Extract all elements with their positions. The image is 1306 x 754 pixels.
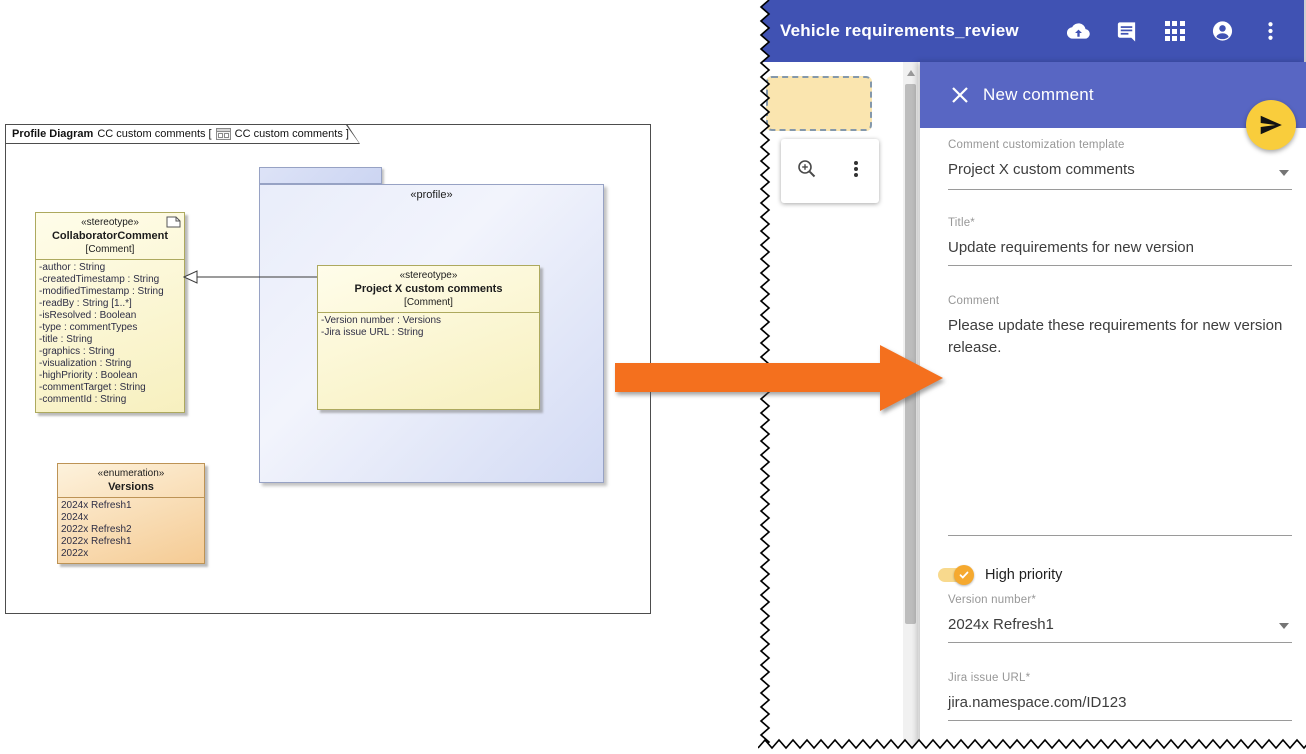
app-header-bar: Vehicle requirements_review bbox=[762, 0, 1304, 62]
attribute: -readBy : String [1..*] bbox=[39, 298, 132, 309]
frame-kind-label: Profile Diagram bbox=[12, 128, 94, 140]
diagram-canvas-strip bbox=[762, 62, 920, 750]
field-label: Version number* bbox=[948, 594, 1037, 606]
send-icon bbox=[1260, 115, 1282, 135]
high-priority-row: High priority bbox=[938, 560, 1062, 590]
stereotype-label: «enumeration» bbox=[97, 468, 165, 479]
enum-literal: 2022x Refresh1 bbox=[61, 536, 132, 547]
metaclass-label: [Comment] bbox=[404, 297, 453, 308]
profile-package[interactable]: «profile» bbox=[259, 184, 604, 483]
enum-literal: 2024x Refresh1 bbox=[61, 500, 132, 511]
send-comment-button[interactable] bbox=[1246, 100, 1296, 150]
high-priority-label: High priority bbox=[985, 567, 1063, 583]
new-comment-panel: New comment Comment customization templa… bbox=[920, 62, 1306, 750]
comments-icon[interactable] bbox=[1115, 20, 1138, 43]
zoom-in-icon[interactable] bbox=[796, 158, 818, 185]
jira-url-input-field[interactable]: Jira issue URL* jira.namespace.com/ID123 bbox=[948, 671, 1292, 721]
panel-title: New comment bbox=[983, 85, 1094, 104]
field-label: Comment bbox=[948, 295, 1000, 307]
selected-comment-shape[interactable] bbox=[766, 76, 872, 131]
frame-ref-label: CC custom comments ] bbox=[234, 128, 349, 140]
scroll-up-arrow[interactable] bbox=[906, 70, 915, 76]
class-name: Project X custom comments bbox=[354, 283, 503, 295]
attribute: -type : commentTypes bbox=[39, 322, 138, 333]
comment-textarea-field[interactable]: Comment Please update these requirements… bbox=[948, 294, 1292, 536]
dropdown-caret-icon[interactable] bbox=[1279, 170, 1289, 176]
attribute: -title : String bbox=[39, 334, 93, 345]
cloud-upload-icon[interactable] bbox=[1067, 20, 1090, 43]
metaclass-label: [Comment] bbox=[85, 244, 135, 255]
template-select-field[interactable]: Comment customization template Project X… bbox=[948, 138, 1292, 190]
attribute-list: -author : String-createdTimestamp : Stri… bbox=[36, 260, 184, 408]
profile-stereotype-label: «profile» bbox=[410, 189, 453, 201]
high-priority-toggle[interactable] bbox=[938, 565, 974, 585]
attribute: -isResolved : Boolean bbox=[39, 310, 137, 321]
attribute: -modifiedTimestamp : String bbox=[39, 286, 164, 297]
attribute: -graphics : String bbox=[39, 346, 115, 357]
note-icon bbox=[166, 216, 181, 228]
stereotype-label: «stereotype» bbox=[399, 270, 458, 281]
generalization-connector bbox=[183, 270, 319, 284]
stereotype-label: «stereotype» bbox=[81, 217, 139, 228]
field-value: Update requirements for new version bbox=[948, 239, 1194, 256]
field-label: Title* bbox=[948, 217, 975, 229]
attribute-list: -Version number : Versions-Jira issue UR… bbox=[318, 313, 539, 341]
frame-name-label: CC custom comments [ bbox=[97, 128, 212, 140]
field-value: Please update these requirements for new… bbox=[948, 317, 1283, 356]
enum-literal: 2022x bbox=[61, 548, 89, 559]
attribute: -commentTarget : String bbox=[39, 382, 146, 393]
field-value: jira.namespace.com/ID123 bbox=[948, 694, 1127, 711]
field-label: Jira issue URL* bbox=[948, 672, 1031, 684]
shape-toolbar bbox=[781, 139, 879, 203]
apps-grid-icon[interactable] bbox=[1163, 20, 1186, 43]
enum-literal: 2022x Refresh2 bbox=[61, 524, 132, 535]
attribute: -commentId : String bbox=[39, 394, 127, 405]
profile-package-tab[interactable] bbox=[259, 167, 382, 184]
project-title: Vehicle requirements_review bbox=[780, 21, 1019, 40]
callout-arrow bbox=[615, 345, 943, 411]
field-label: Comment customization template bbox=[948, 139, 1125, 151]
version-select-field[interactable]: Version number* 2024x Refresh1 bbox=[948, 593, 1292, 643]
dropdown-caret-icon[interactable] bbox=[1279, 623, 1289, 629]
field-value: 2024x Refresh1 bbox=[948, 616, 1054, 633]
more-menu-icon[interactable] bbox=[1259, 20, 1282, 43]
field-value: Project X custom comments bbox=[948, 161, 1135, 178]
collaborator-comment-class[interactable]: «stereotype» CollaboratorComment [Commen… bbox=[35, 212, 185, 413]
attribute: -highPriority : Boolean bbox=[39, 370, 138, 381]
enum-name: Versions bbox=[108, 481, 154, 493]
attribute: -author : String bbox=[39, 262, 106, 273]
vertical-scrollbar[interactable] bbox=[903, 62, 918, 750]
account-icon[interactable] bbox=[1211, 20, 1234, 43]
diagram-frame-tab: Profile Diagram CC custom comments [ CC … bbox=[5, 124, 360, 144]
project-x-comments-class[interactable]: «stereotype» Project X custom comments [… bbox=[317, 265, 540, 410]
panel-header: New comment bbox=[920, 62, 1306, 128]
title-input-field[interactable]: Title* Update requirements for new versi… bbox=[948, 216, 1292, 266]
kebab-menu-icon[interactable] bbox=[847, 159, 865, 184]
attribute: -Version number : Versions bbox=[321, 315, 442, 326]
diagram-icon bbox=[216, 128, 231, 140]
attribute: -createdTimestamp : String bbox=[39, 274, 160, 285]
toggle-check-icon bbox=[954, 565, 974, 585]
class-name: CollaboratorComment bbox=[51, 230, 169, 242]
attribute: -Jira issue URL : String bbox=[321, 327, 424, 338]
attribute: -visualization : String bbox=[39, 358, 132, 369]
close-icon[interactable] bbox=[951, 86, 969, 104]
scrollbar-thumb[interactable] bbox=[905, 84, 916, 624]
enum-literal: 2024x bbox=[61, 512, 89, 523]
